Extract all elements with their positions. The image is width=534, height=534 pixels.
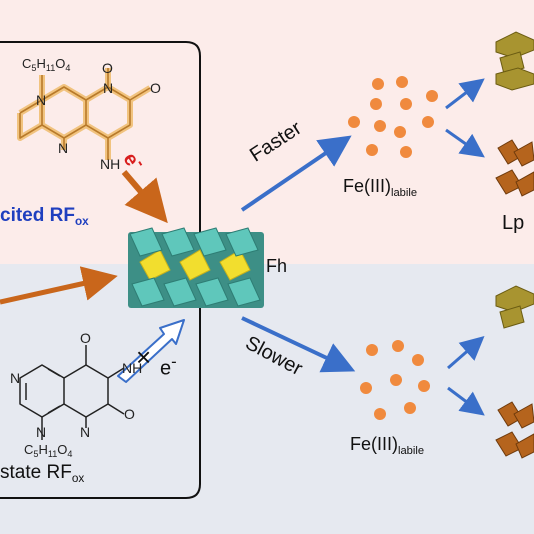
ground-light-arrow [0,266,118,305]
faster-arrow [240,135,352,212]
goethite-structure-icon [495,139,534,197]
slower-arrow [241,316,356,373]
fe-dot [426,90,438,102]
chem-n-bottom-top: N [58,140,69,156]
top-background [0,0,534,264]
bottom-to-gt-arrow [447,386,485,416]
fe-dot [422,116,434,128]
lepidocrocite-structure-icon [495,285,534,329]
bottom-to-lp-arrow [447,336,485,370]
fe-dot [400,98,412,110]
fe-dot [374,120,386,132]
chem-n-left-bottom: N [10,370,21,386]
chem-sidechain-bottom: C5H11O4 [24,442,73,460]
bottom-background [0,264,534,534]
fe-dot [396,76,408,88]
blocked-cross-mark: × [136,342,152,372]
chem-n-right-bottom: N [80,424,91,440]
top-to-lp-arrow [445,78,485,110]
fe-dot [366,344,378,356]
lp-label: Lp [502,212,525,234]
fh-label: Fh [266,256,288,276]
fe-dot [404,402,416,414]
ferrihydrite-structure-icon [128,227,264,308]
chem-nh-top: NH [100,156,121,172]
fe-dot [374,408,386,420]
fe-dot [360,382,372,394]
fe-labile-dots-bottom [360,340,430,420]
ground-rf-label: state RFox [0,462,85,486]
fe-dot [392,340,404,352]
chem-n-right-top: N [103,80,114,96]
fe-dot [348,116,360,128]
fe-dot [412,354,424,366]
chem-o-top-bottom: O [80,330,91,346]
excited-electron-arrow [121,170,168,224]
fe-dot [394,126,406,138]
fe-dot [366,144,378,156]
chem-sidechain-top: C5H11O4 [22,56,71,74]
top-to-gt-arrow [445,128,485,158]
chem-n-left-top: N [36,92,47,108]
ground-riboflavin-structure [19,345,125,440]
fe-dot [400,146,412,158]
lepidocrocite-structure-icon [495,31,534,91]
fe-dot [372,78,384,90]
chem-o-right-bottom: O [124,406,135,422]
blocked-arrow-icon [117,319,185,383]
fe-labile-label-top: Fe(III)labile [343,176,418,199]
fe-dot [418,380,430,392]
fe-dot [390,374,402,386]
excited-riboflavin-structure [17,68,152,160]
fe-labile-label-bottom: Fe(III)labile [350,434,425,457]
fe-labile-dots-top [348,76,438,158]
electron-label-bottom: e- [160,352,177,380]
chem-o-bottom-top: O [102,60,113,76]
goethite-structure-icon [495,401,534,459]
chem-nh-bottom: NH [122,360,143,376]
excited-rf-label: cited RFox [0,205,89,229]
chem-n-mid-bottom: N [36,424,47,440]
chem-o-right-top: O [150,80,161,96]
fe-dot [370,98,382,110]
